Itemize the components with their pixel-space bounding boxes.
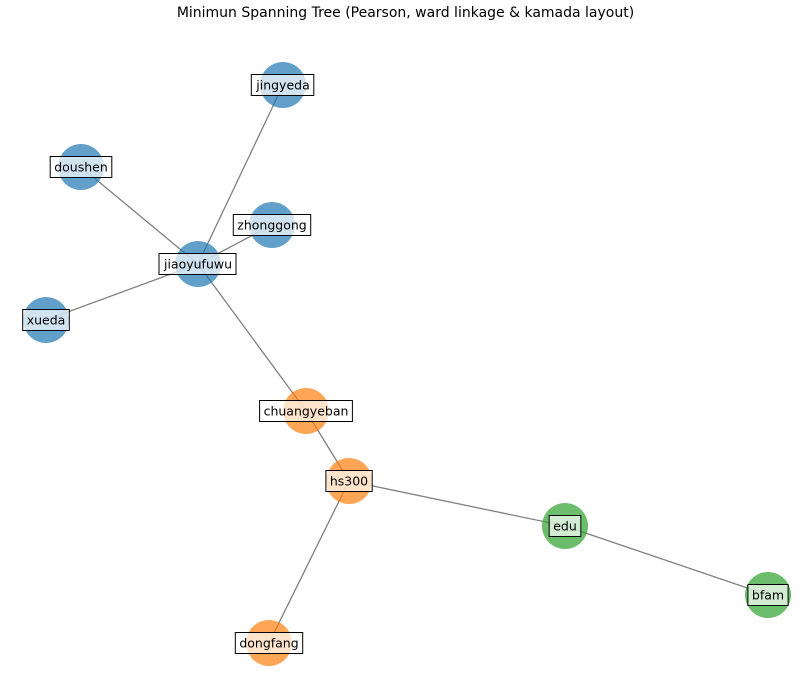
node-label-box-zhonggong <box>232 214 312 236</box>
edge-jiaoyufuwu-jingyeda <box>197 84 284 265</box>
node-label-box-chuangyeban <box>259 400 353 422</box>
node-label-chuangyeban: chuangyeban <box>259 400 353 422</box>
node-label-edu: edu <box>548 515 582 537</box>
node-label-text-doushen: doushen <box>54 160 108 175</box>
node-label-dongfang: dongfang <box>234 632 304 654</box>
node-label-xueda: xueda <box>22 309 70 331</box>
node-label-box-xueda <box>22 309 70 331</box>
node-label-text-jingyeda: jingyeda <box>255 78 310 93</box>
labels-layer: jingyeda doushen zhonggong jiaoyufuwu xueda c… <box>22 74 789 654</box>
node-label-box-jingyeda <box>250 74 315 96</box>
node-label-doushen: doushen <box>49 156 113 178</box>
edge-hs300-dongfang <box>268 480 350 644</box>
node-label-zhonggong: zhonggong <box>232 214 312 236</box>
node-label-jingyeda: jingyeda <box>250 74 315 96</box>
edge-edu-bfam <box>564 525 769 596</box>
node-label-hs300: hs300 <box>325 470 373 492</box>
node-label-text-edu: edu <box>553 519 577 534</box>
node-label-text-dongfang: dongfang <box>239 636 298 651</box>
edge-hs300-edu <box>348 480 566 527</box>
node-label-text-zhonggong: zhonggong <box>237 218 306 233</box>
node-label-box-dongfang <box>234 632 304 654</box>
node-label-jiaoyufuwu: jiaoyufuwu <box>158 253 237 275</box>
node-label-box-doushen <box>49 156 113 178</box>
node-label-box-bfam <box>747 584 789 606</box>
edge-jiaoyufuwu-chuangyeban <box>197 263 307 412</box>
node-label-text-xueda: xueda <box>27 313 66 328</box>
node-label-text-bfam: bfam <box>752 588 784 603</box>
figure-title: Minimun Spanning Tree (Pearson, ward lin… <box>176 5 635 21</box>
edge-jiaoyufuwu-doushen <box>80 166 199 265</box>
node-label-text-hs300: hs300 <box>330 474 368 489</box>
node-label-box-jiaoyufuwu <box>158 253 237 275</box>
node-label-bfam: bfam <box>747 584 789 606</box>
nodes-layer <box>23 62 791 666</box>
node-label-box-hs300 <box>325 470 373 492</box>
node-label-text-jiaoyufuwu: jiaoyufuwu <box>163 257 232 272</box>
node-label-box-edu <box>548 515 582 537</box>
edges-layer <box>45 84 769 644</box>
node-label-text-chuangyeban: chuangyeban <box>264 404 349 419</box>
